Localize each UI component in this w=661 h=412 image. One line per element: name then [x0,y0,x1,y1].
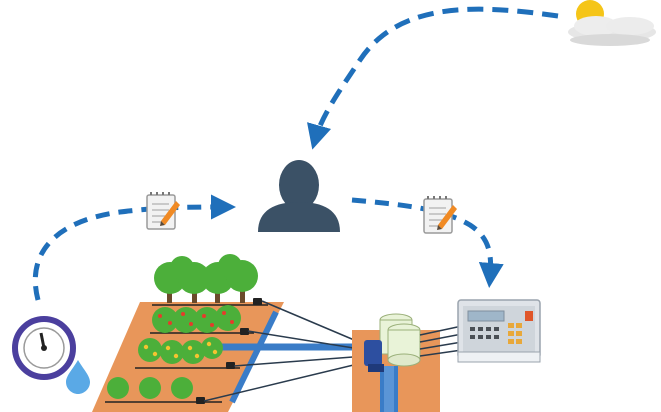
notepad-pencil-icon [423,196,457,234]
control-wires [203,300,367,402]
water-drop-icon [66,360,90,394]
edge-weather-to-farmer [307,6,559,150]
gauge-icon [12,316,76,380]
controller-wires [419,325,463,357]
orchard-field-icon [92,254,360,412]
irrigation-controller-icon [457,299,541,363]
notepad-pencil-icon [146,192,180,230]
person-icon [258,160,340,232]
edge-farmer-to-controller [351,197,504,288]
sun-cloud-icon [568,0,656,46]
pump-tanks-icon [352,313,440,412]
edge-sensor-to-farmer [32,194,236,301]
